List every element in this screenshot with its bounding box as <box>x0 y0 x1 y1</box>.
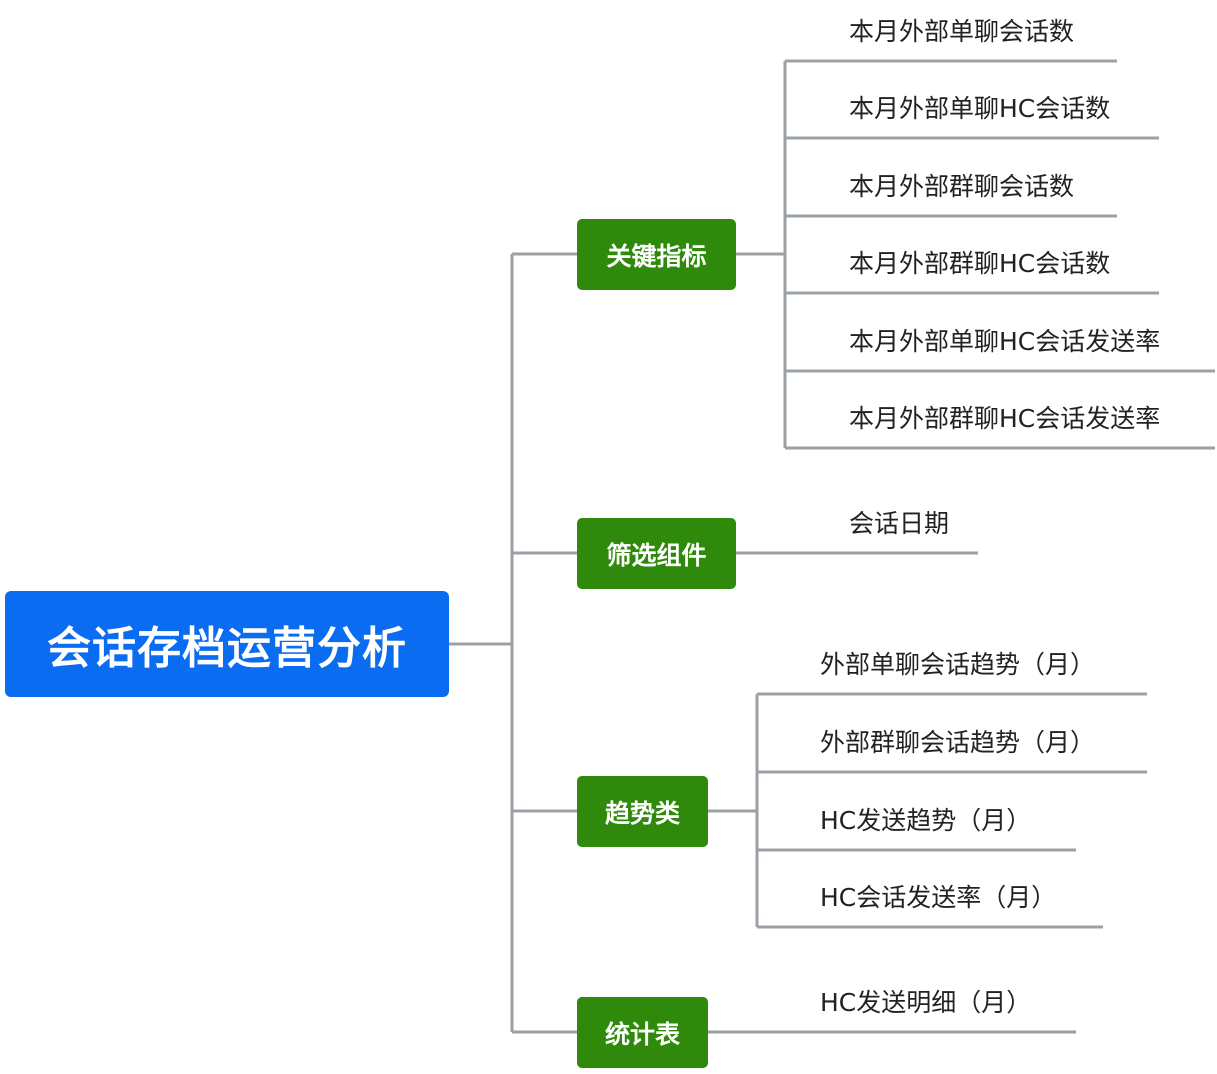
leaf-node[interactable]: 本月外部单聊会话数 <box>849 16 1074 48</box>
leaf-node-label: HC发送趋势（月） <box>820 806 1032 835</box>
leaf-node[interactable]: 本月外部单聊HC会话发送率 <box>849 326 1160 358</box>
leaf-node-label: 本月外部群聊会话数 <box>849 172 1075 201</box>
leaf-node[interactable]: 本月外部群聊HC会话数 <box>849 248 1110 280</box>
leaf-node[interactable]: 外部群聊会话趋势（月） <box>820 727 1095 759</box>
branch-node-label: 筛选组件 <box>606 540 707 570</box>
leaf-node[interactable]: HC发送明细（月） <box>820 987 1031 1019</box>
root-node-label: 会话存档运营分析 <box>47 623 407 674</box>
leaf-node-label: 本月外部单聊HC会话发送率 <box>849 327 1161 356</box>
leaf-node-label: 会话日期 <box>849 509 950 538</box>
leaf-node-label: 外部群聊会话趋势（月） <box>820 728 1096 757</box>
leaf-node[interactable]: HC发送趋势（月） <box>820 805 1031 837</box>
leaf-node-label: HC会话发送率（月） <box>820 883 1057 912</box>
leaf-node-label: 本月外部群聊HC会话发送率 <box>849 404 1161 433</box>
branch-node-filter-components[interactable]: 筛选组件 <box>577 518 736 589</box>
leaf-node[interactable]: 本月外部群聊会话数 <box>849 171 1074 203</box>
branch-node-statistics-table[interactable]: 统计表 <box>577 997 708 1068</box>
leaf-node-label: 外部单聊会话趋势（月） <box>820 650 1096 679</box>
leaf-node[interactable]: 本月外部群聊HC会话发送率 <box>849 403 1160 435</box>
branch-node-trends[interactable]: 趋势类 <box>577 776 708 847</box>
leaf-node[interactable]: 外部单聊会话趋势（月） <box>820 649 1095 681</box>
leaf-node[interactable]: 本月外部单聊HC会话数 <box>849 93 1110 125</box>
leaf-node-label: 本月外部单聊HC会话数 <box>849 94 1111 123</box>
leaf-node-label: 本月外部单聊会话数 <box>849 17 1075 46</box>
root-node[interactable]: 会话存档运营分析 <box>5 591 449 697</box>
branch-node-key-metrics[interactable]: 关键指标 <box>577 219 736 290</box>
branch-node-label: 统计表 <box>604 1019 680 1049</box>
leaf-node[interactable]: 会话日期 <box>849 508 949 540</box>
leaf-node-label: 本月外部群聊HC会话数 <box>849 249 1111 278</box>
leaf-node[interactable]: HC会话发送率（月） <box>820 882 1056 914</box>
branch-node-label: 关键指标 <box>606 241 707 271</box>
branch-node-label: 趋势类 <box>604 798 680 828</box>
leaf-node-label: HC发送明细（月） <box>820 988 1032 1017</box>
